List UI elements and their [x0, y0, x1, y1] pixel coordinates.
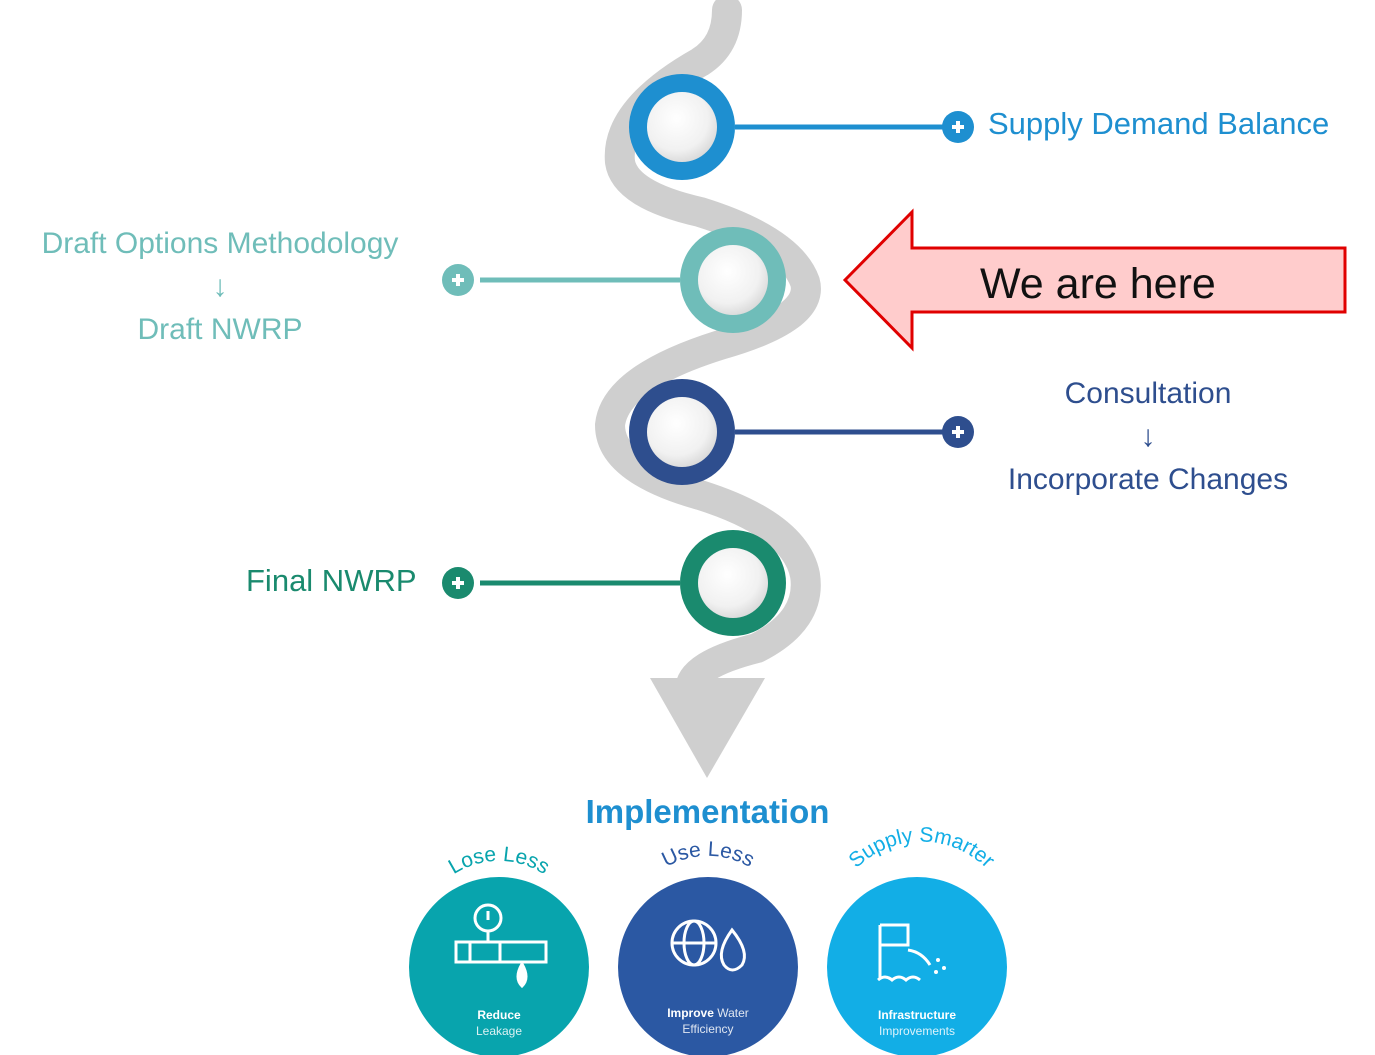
stage-2-line2: Draft NWRP [137, 313, 303, 346]
badge-2-title: Improve [667, 1006, 714, 1020]
stage-4-node [442, 530, 786, 636]
stage-label-draft-options: Draft Options Methodology ↓ Draft NWRP [10, 222, 430, 351]
badge-arc-text: Lose Less [445, 843, 554, 879]
badge-2-caption: Improve Water Efficiency [618, 1006, 798, 1037]
stage-1-text: Supply Demand Balance [988, 106, 1330, 141]
stage-label-supply-demand-balance: Supply Demand Balance [988, 108, 1329, 139]
badge-lose-less: Lose Less [409, 843, 589, 1055]
badge-3-title: Infrastructure [877, 1008, 957, 1022]
down-arrow-icon: ↓ [1140, 420, 1156, 453]
stage-4-text: Final NWRP [246, 563, 417, 598]
plus-icon-glyph [952, 121, 964, 133]
stage-2-node [442, 227, 786, 333]
badge-arc-text: Use Less [658, 838, 758, 872]
path-arrowhead [650, 678, 765, 778]
reservoir-outlet-icon [877, 923, 946, 982]
stage-label-final-nwrp: Final NWRP [246, 565, 417, 596]
down-arrow-icon: ↓ [212, 270, 228, 303]
badge-3-subtitle: Improvements [878, 1023, 956, 1038]
badge-2-title-rest: Water [713, 1006, 749, 1020]
badge-2-subtitle: Efficiency [682, 1021, 734, 1036]
globe-droplet-icon [670, 919, 746, 972]
stage-3-line2: Incorporate Changes [1007, 463, 1289, 496]
implementation-title: Implementation [585, 793, 830, 830]
badge-3-caption: Infrastructure Improvements [827, 1008, 1007, 1039]
badge-1-subtitle: Leakage [475, 1023, 523, 1038]
pipe-gauge-icon [454, 903, 548, 989]
badge-1-caption: Reduce Leakage [409, 1008, 589, 1039]
stage-1-node [629, 74, 974, 180]
stage-label-consultation: Consultation ↓ Incorporate Changes [978, 372, 1318, 501]
stage-2-line1: Draft Options Methodology [41, 227, 399, 260]
we-are-here-arrow [842, 208, 1347, 352]
stage-3-line1: Consultation [1064, 377, 1232, 410]
winding-path [595, 0, 821, 705]
we-are-here-text: We are here [980, 260, 1216, 308]
stage-3-node [629, 379, 974, 485]
badge-1-title: Reduce [477, 1008, 521, 1022]
